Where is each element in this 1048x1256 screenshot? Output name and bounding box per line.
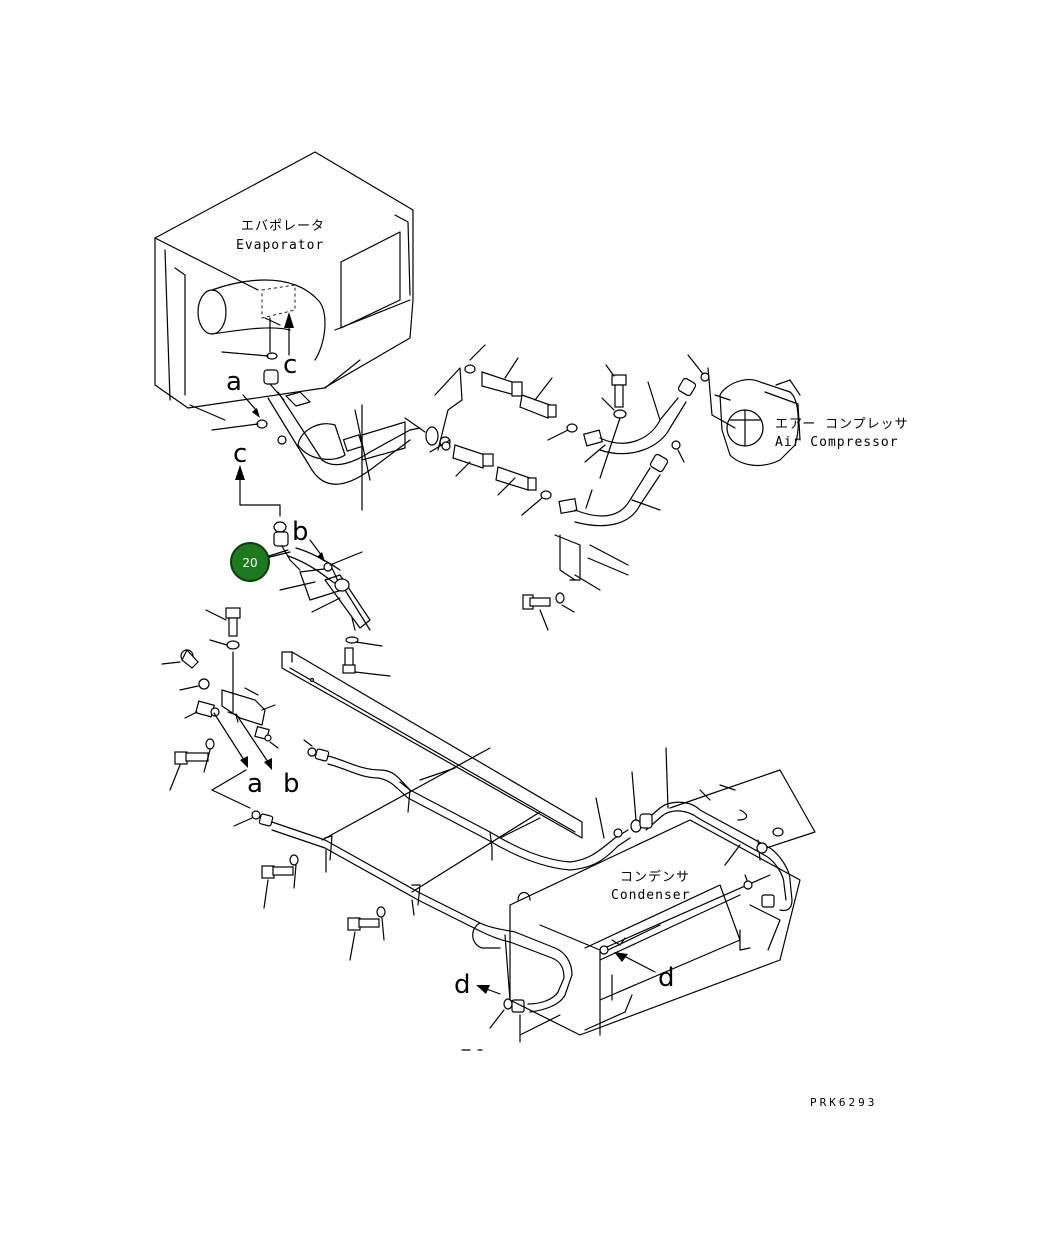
evaporator-unit [154,151,414,421]
drawing-code: PRK6293 [810,1096,877,1109]
condenser-unit [461,747,816,1051]
ref-letter-d-right: d [658,963,675,993]
callout-number: 20 [242,556,257,570]
ref-a-leader [242,394,257,411]
receiver-drier-assembly [265,521,391,677]
left-mounting-bracket [161,607,279,809]
compressor-hose-fittings [434,344,710,631]
ref-letter-c-left: c [233,439,247,469]
ref-letter-a-top: a [226,367,242,397]
condenser-label-jp: コンデンサ [620,869,690,885]
ref-letter-b-top: b [292,517,309,547]
evaporator-label-en: Evaporator [236,238,324,253]
ref-letter-d-left: d [454,970,471,1000]
ref-letter-a-bottom: a [247,769,263,799]
evaporator-label-jp: エバポレータ [241,219,325,234]
evaporator-hose-assembly [211,359,451,511]
callout-leader [268,549,289,557]
support-bar [281,651,583,839]
callout-marker-20[interactable]: 20 [230,542,270,582]
ref-letter-b-bottom: b [283,769,300,799]
ref-b-leader [309,539,323,557]
lower-refrigerant-piping [233,739,642,1043]
compressor-label-en: Air Compressor [775,435,899,450]
air-compressor-unit [707,367,801,467]
condenser-label-en: Condenser [611,888,690,903]
compressor-label-jp: エアー コンプレッサ [775,417,909,432]
ref-letter-c-top: c [283,350,297,380]
ref-c-arrow-bracket [235,465,281,517]
